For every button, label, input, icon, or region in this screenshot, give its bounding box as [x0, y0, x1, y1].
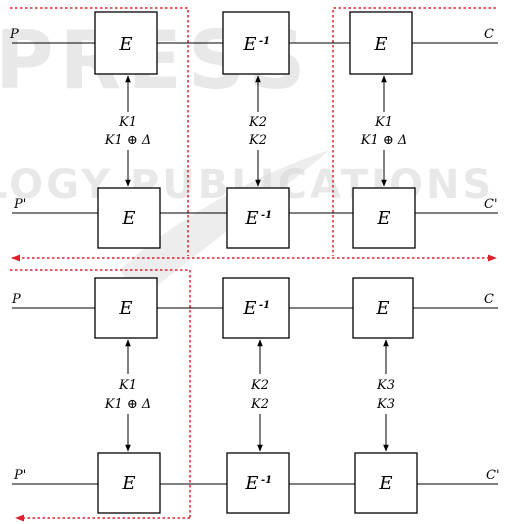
top-key3-a: K1	[374, 115, 393, 130]
bottom-upper-cipher-e3-label: E	[375, 298, 389, 319]
bottom-lower-cipher-e1	[97, 452, 161, 514]
top-lower-cipher-e3-label: E	[376, 208, 390, 229]
bottom-lower-cipher-e3	[354, 452, 418, 514]
top-upper-cipher-e1	[94, 11, 158, 75]
bottom-upper-cipher-dinv	[222, 277, 290, 339]
top-input-p: P	[9, 27, 19, 42]
bottom-upper-cipher-dinv-exp: -1	[259, 300, 270, 311]
bottom-key1-a: K1	[118, 378, 137, 393]
bottom-lower-cipher-e1-label: E	[121, 473, 135, 494]
top-lower-cipher-e1	[97, 187, 161, 249]
top-lower-cipher-e1-label: E	[121, 208, 135, 229]
top-key1-a: K1	[118, 115, 137, 130]
bottom-upper-cipher-e1-label: E	[118, 298, 132, 319]
bottom-left-boundary	[10, 269, 191, 518]
bottom-input-p-prime: P'	[13, 468, 26, 483]
bottom-input-p: P	[11, 292, 21, 307]
bottom-key2-a: K2	[250, 378, 269, 393]
top-key2-b: K2	[248, 133, 267, 148]
bottom-key3-a: K3	[376, 378, 395, 393]
top-key1-b: K1 ⊕ Δ	[104, 133, 152, 148]
bottom-key2-b: K2	[250, 397, 269, 412]
top-output-c-prime: C'	[484, 197, 498, 212]
top-lower-cipher-dinv	[226, 187, 290, 249]
top-lower-cipher-e3	[352, 187, 416, 249]
bottom-output-c-prime: C'	[486, 468, 500, 483]
bottom-lower-cipher-dinv	[226, 452, 290, 514]
top-lower-cipher-dinv-label: E	[244, 208, 258, 229]
top-upper-cipher-dinv	[222, 11, 290, 75]
bottom-key1-b: K1 ⊕ Δ	[104, 397, 152, 412]
bottom-output-c: C	[484, 292, 494, 307]
top-upper-cipher-e3	[349, 11, 413, 75]
top-upper-cipher-dinv-label: E	[242, 34, 256, 55]
top-upper-cipher-e3-label: E	[373, 34, 387, 55]
top-upper-cipher-e1-label: E	[118, 34, 132, 55]
bottom-upper-cipher-e1	[94, 277, 158, 339]
bottom-key3-b: K3	[376, 397, 395, 412]
bottom-lower-cipher-dinv-label: E	[244, 473, 258, 494]
top-upper-cipher-dinv-exp: -1	[259, 36, 270, 47]
bottom-diagram: P C P' C' E E -1 E E E -1 E K1 K1 ⊕ Δ K2…	[10, 269, 500, 522]
bottom-upper-cipher-e3	[352, 277, 414, 339]
top-key2-a: K2	[248, 115, 267, 130]
top-diagram: P C P' C' E E -1 E E E -1 E K1 K1 ⊕ Δ K2…	[9, 7, 498, 262]
top-input-p-prime: P'	[13, 197, 26, 212]
bottom-lower-cipher-e3-label: E	[378, 473, 392, 494]
bottom-upper-cipher-dinv-label: E	[242, 298, 256, 319]
top-lower-cipher-dinv-exp: -1	[261, 210, 272, 221]
bottom-lower-cipher-dinv-exp: -1	[261, 475, 272, 486]
top-output-c: C	[484, 27, 494, 42]
top-key3-b: K1 ⊕ Δ	[360, 133, 408, 148]
